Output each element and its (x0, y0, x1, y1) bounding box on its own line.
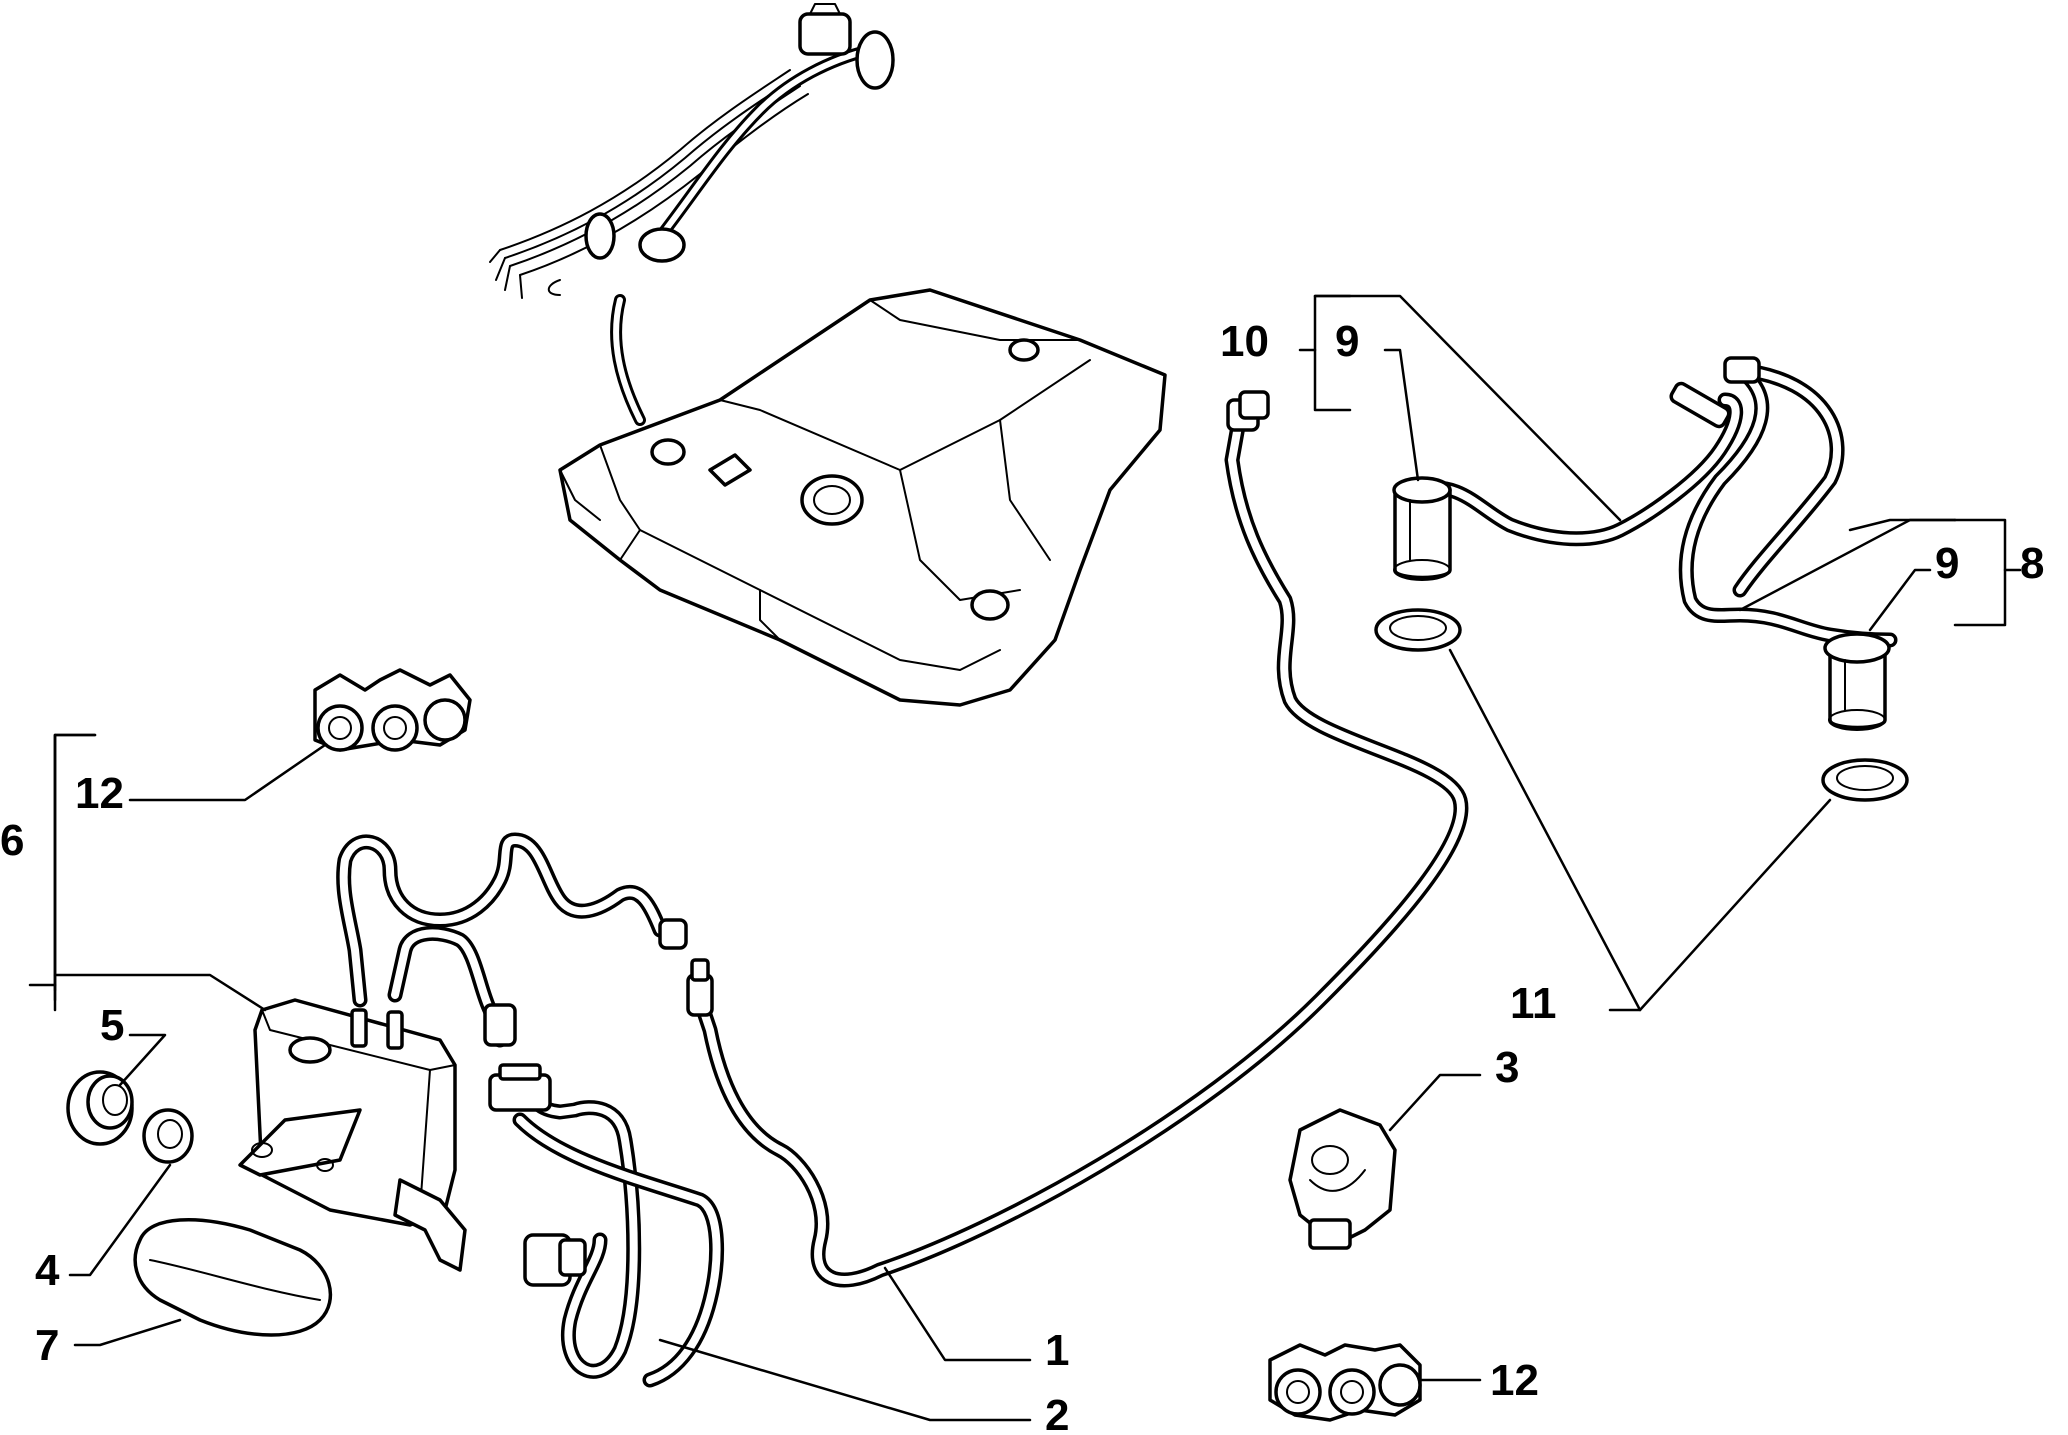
canister-cover-7 (133, 1218, 332, 1337)
callout-9-right: 9 (1935, 539, 1959, 588)
callout-11: 11 (1510, 979, 1557, 1028)
callout-9-left: 9 (1335, 317, 1359, 366)
wiring-harness (489, 3, 895, 299)
callout-2: 2 (1045, 1391, 1069, 1435)
callout-labels: 1 2 3 4 5 6 7 8 9 9 10 11 12 12 (0, 317, 2044, 1435)
pipe-clip-3 (1288, 1108, 1397, 1250)
callout-4: 4 (35, 1246, 60, 1295)
callout-3: 3 (1495, 1043, 1519, 1092)
fuel-pump-assembly-8 (1678, 356, 1898, 731)
seal-ring-11-left (1374, 608, 1462, 652)
callout-12-upper: 12 (75, 769, 124, 818)
fuel-tank (558, 288, 1167, 707)
leader-lines (28, 294, 2022, 1422)
callout-6: 6 (0, 816, 24, 865)
callout-7: 7 (35, 1321, 59, 1370)
carbon-canister (238, 998, 467, 1272)
washer-4 (142, 1108, 194, 1164)
vapor-hoses (336, 832, 688, 1048)
callout-10: 10 (1220, 317, 1269, 366)
pipe-clip-12-upper (313, 668, 472, 752)
grommet-5 (66, 1070, 134, 1146)
vent-pipe-2 (488, 1063, 724, 1388)
fuel-pump-assembly-10 (1392, 381, 1744, 581)
callout-5: 5 (100, 1001, 124, 1050)
callout-8: 8 (2020, 539, 2044, 588)
callout-12-lower: 12 (1490, 1356, 1539, 1405)
callout-1: 1 (1045, 1326, 1069, 1375)
pipe-clip-12-lower (1268, 1343, 1422, 1422)
seal-ring-11-right (1821, 758, 1909, 802)
fuel-pipe-1 (686, 390, 1469, 1288)
